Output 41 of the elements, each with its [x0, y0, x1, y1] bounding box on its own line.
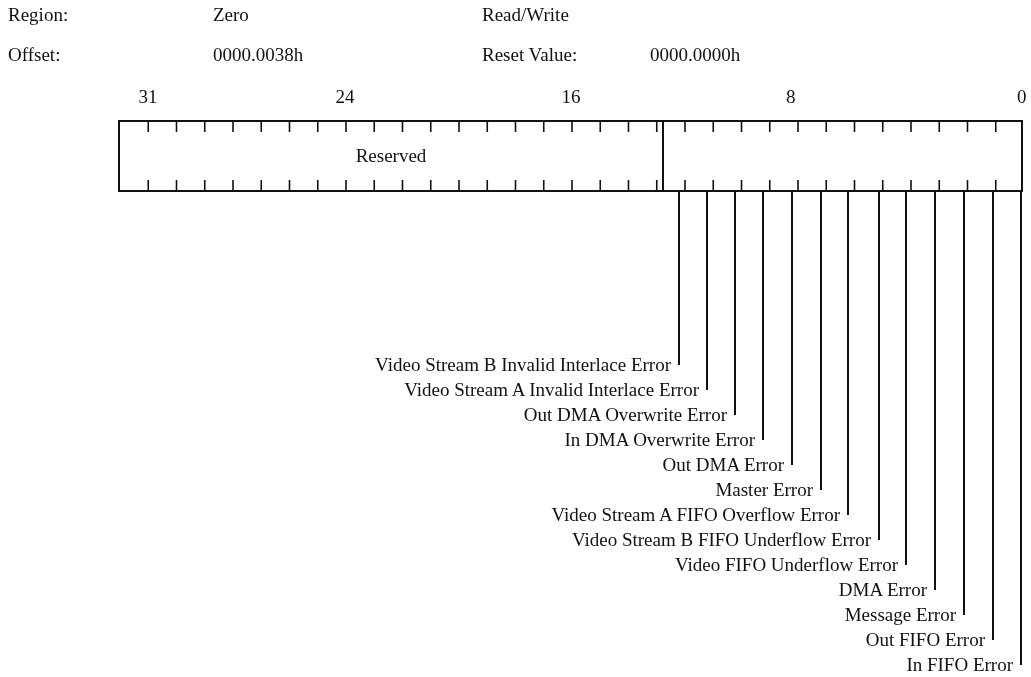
- register-field: [118, 120, 664, 192]
- register-field: [662, 120, 1023, 192]
- bit-label: Out FIFO Error: [865, 628, 994, 652]
- field-caption: Region:: [8, 4, 69, 26]
- bit-number: 31: [138, 86, 158, 108]
- bit-label: Out DMA Overwrite Error: [523, 403, 736, 427]
- leader-line: [791, 191, 793, 466]
- bit-label: DMA Error: [838, 578, 936, 602]
- bit-label: Master Error: [715, 478, 822, 502]
- field-value: Read/Write: [482, 4, 569, 26]
- leader-line: [706, 191, 708, 391]
- bit-label: In FIFO Error: [906, 653, 1022, 677]
- bit-label: Video Stream A FIFO Overflow Error: [551, 503, 849, 527]
- field-value: 0000.0000h: [650, 44, 741, 66]
- field-caption: Reset Value:: [482, 44, 578, 66]
- leader-line: [820, 191, 822, 491]
- leader-line: [847, 191, 849, 516]
- leader-line: [905, 191, 907, 566]
- field-name: Reserved: [354, 144, 428, 168]
- bit-label: Message Error: [844, 603, 965, 627]
- leader-line: [992, 191, 994, 641]
- bit-label: Out DMA Error: [662, 453, 793, 477]
- bit-number: 0: [1017, 86, 1027, 108]
- bit-label: Video Stream B FIFO Underflow Error: [571, 528, 880, 552]
- leader-line: [963, 191, 965, 616]
- bit-label: In DMA Overwrite Error: [564, 428, 764, 452]
- leader-line: [934, 191, 936, 591]
- bit-label: Video Stream B Invalid Interlace Error: [375, 353, 680, 377]
- leader-line: [762, 191, 764, 441]
- bit-number: 16: [561, 86, 581, 108]
- field-caption: Offset:: [8, 44, 61, 66]
- bit-number: 8: [786, 86, 796, 108]
- leader-line: [734, 191, 736, 416]
- field-value: Zero: [213, 4, 249, 26]
- bit-label: Video Stream A Invalid Interlace Error: [404, 378, 708, 402]
- leader-line: [878, 191, 880, 541]
- bit-label: Video FIFO Underflow Error: [674, 553, 907, 577]
- leader-line: [678, 191, 680, 366]
- leader-line: [1020, 191, 1022, 666]
- bit-number: 24: [335, 86, 355, 108]
- field-value: 0000.0038h: [213, 44, 304, 66]
